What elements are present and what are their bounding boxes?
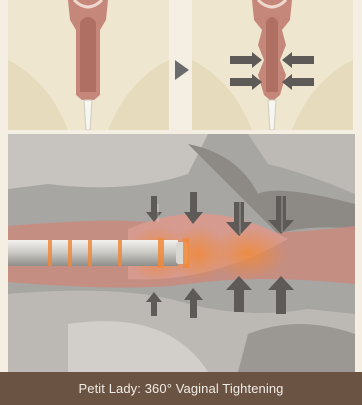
play-triangle-icon bbox=[172, 58, 192, 82]
after-treatment-image bbox=[192, 0, 353, 130]
caption-bar: Petit Lady: 360° Vaginal Tightening bbox=[0, 372, 362, 405]
before-treatment-image bbox=[8, 0, 169, 130]
caption-text: Petit Lady: 360° Vaginal Tightening bbox=[78, 381, 283, 396]
cross-section-illustration bbox=[8, 134, 355, 372]
